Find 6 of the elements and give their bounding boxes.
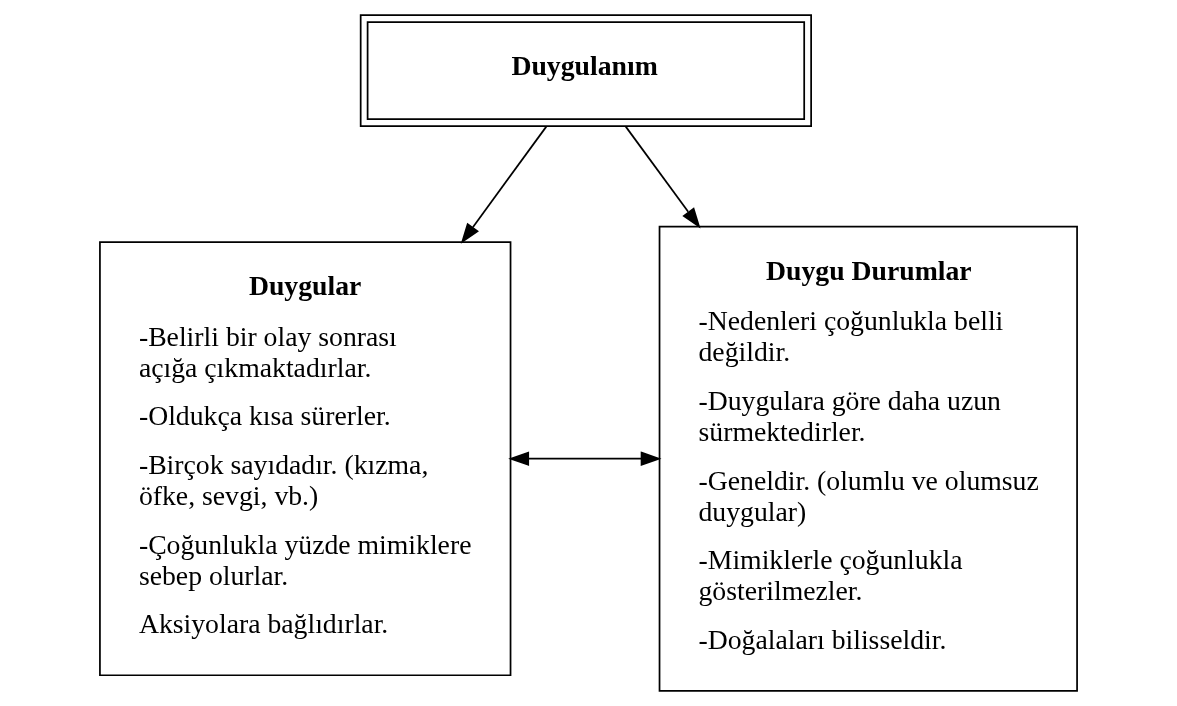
node-box: Duygulanım: [359, 14, 812, 127]
arrow: [508, 451, 662, 466]
node-box: Duygular -Belirli bir olay sonrası açığa çıkmaktadırlar. -Oldukça kısa sürerler. -Birçok sayıdadır. (kızma, öfke, sevgi, vb.) -Çoğunlukla yüzde mimiklere sebep olurlar. Aksiyolara bağlıdırlar.: [99, 241, 512, 677]
node-box: Duygu Durumlar -Nedenleri çoğunlukla belli değildir. -Duygulara göre daha uzun sürmektedirler. -Geneldir. (olumlu ve olumsuz duygular) -Mimiklerle çoğunlukla gösterilmezler. -Doğalaları bilisseldir.: [658, 225, 1078, 692]
arrow: [460, 125, 548, 244]
arrow: [624, 125, 701, 229]
